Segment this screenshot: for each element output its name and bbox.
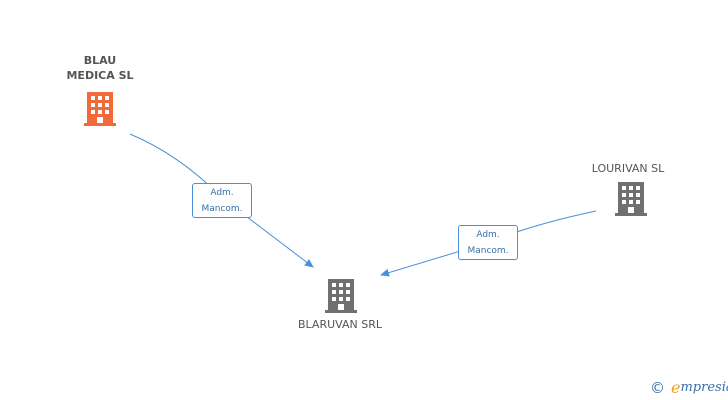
edge-label-lourivan-to-blaruvan[interactable]: Adm. Mancom.: [458, 225, 518, 260]
edge-label-line1: Adm.: [476, 230, 500, 240]
company-building-icon: [84, 92, 116, 126]
node-blau-medica[interactable]: BLAU MEDICA SL: [55, 53, 145, 83]
node-label: BLARUVAN SRL: [298, 318, 382, 331]
edge-label-line2: Mancom.: [201, 204, 243, 214]
node-label: LOURIVAN SL: [591, 162, 665, 175]
edge-label-line1: Adm.: [210, 188, 234, 198]
brand-name: mpresia: [680, 380, 728, 395]
edge-label-blau-to-blaruvan[interactable]: Adm. Mancom.: [192, 183, 252, 218]
company-building-icon: [325, 279, 357, 313]
edge-label-line2: Mancom.: [467, 246, 509, 256]
node-label: BLAU MEDICA SL: [66, 54, 134, 82]
company-building-icon: [615, 182, 647, 216]
empresia-watermark: © e mpresia: [650, 378, 728, 397]
node-lourivan[interactable]: LOURIVAN SL: [583, 161, 673, 176]
node-blaruvan[interactable]: BLARUVAN SRL: [284, 317, 396, 332]
brand-initial: e: [671, 378, 681, 397]
copyright-symbol: ©: [650, 378, 665, 397]
